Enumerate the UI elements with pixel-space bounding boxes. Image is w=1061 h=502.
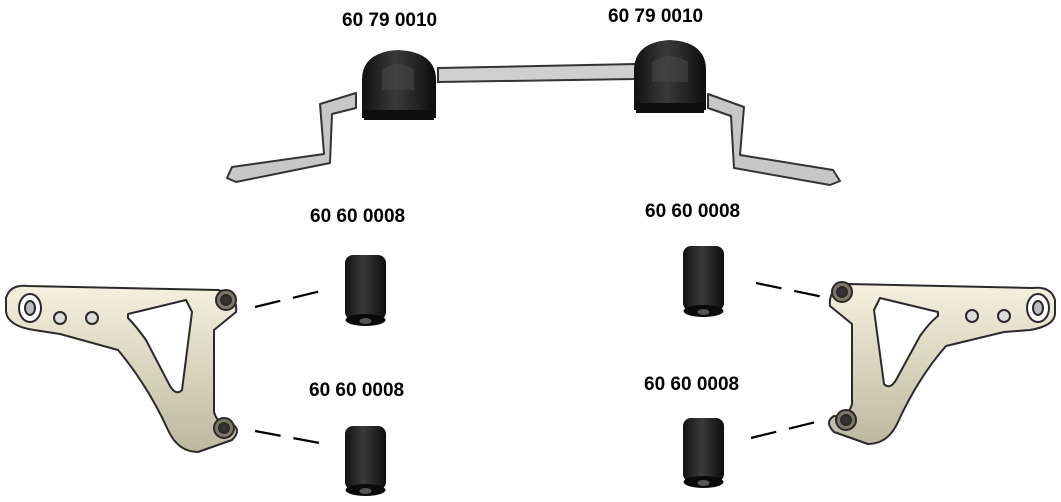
leader-left-lower xyxy=(254,429,326,446)
stabilizer-bar-left-arm xyxy=(226,92,357,183)
control-arm-left xyxy=(5,284,238,453)
stabilizer-bar xyxy=(226,62,841,186)
bushing-right-upper xyxy=(683,246,724,317)
bushing-right-lower xyxy=(683,418,724,488)
part-number-control-arm-right-upper: 60 60 0008 xyxy=(645,201,741,222)
leader-lines xyxy=(254,281,829,446)
control-arm-right xyxy=(828,281,1056,445)
leader-right-upper xyxy=(755,281,829,300)
stabilizer-bar-center xyxy=(437,62,637,84)
bushing-left-upper xyxy=(345,255,386,326)
part-number-stabilizer-right: 60 79 0010 xyxy=(608,6,704,27)
leader-left-upper xyxy=(254,288,326,309)
bushing-left-lower xyxy=(345,426,386,496)
leader-right-lower xyxy=(750,418,825,440)
part-number-stabilizer-left: 60 79 0010 xyxy=(342,10,438,31)
part-number-control-arm-left-lower: 60 60 0008 xyxy=(309,380,405,401)
part-number-control-arm-left-upper: 60 60 0008 xyxy=(310,206,406,227)
stabilizer-bar-right-arm xyxy=(707,93,841,186)
part-number-control-arm-right-lower: 60 60 0008 xyxy=(644,374,740,395)
stabilizer-bushing-right xyxy=(634,40,706,113)
stabilizer-bushing-left xyxy=(362,50,436,120)
